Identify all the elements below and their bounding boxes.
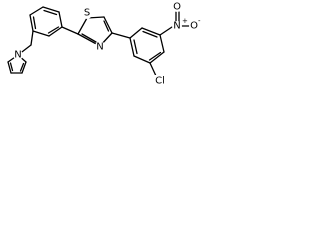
bond-double	[32, 16, 37, 30]
atom-label: N	[14, 50, 21, 61]
bond-double	[148, 51, 162, 61]
chloronitrophenyl-ring	[129, 27, 165, 64]
thiazole-ring	[77, 16, 113, 47]
bond	[77, 17, 88, 35]
atom-label: O	[173, 2, 181, 13]
bond-double	[47, 26, 60, 34]
bond	[129, 37, 135, 57]
bond	[29, 6, 44, 16]
bond	[30, 30, 34, 46]
atom-pyrrole-n: N	[13, 50, 23, 61]
bond-double	[19, 62, 25, 72]
bond-double	[133, 39, 138, 55]
atom-nitro-n: N +	[172, 17, 188, 32]
bond-double	[81, 33, 97, 43]
bond-double	[142, 30, 158, 38]
phenyl-ring	[29, 6, 63, 37]
bond	[149, 62, 157, 77]
bond	[133, 55, 151, 64]
atom-label: O	[190, 21, 198, 32]
bond	[42, 6, 60, 13]
atom-label: N	[173, 21, 180, 32]
bond	[141, 27, 161, 36]
chemical-structure-diagram: N S N N + O O - Cl	[7, 2, 201, 87]
bond	[58, 11, 63, 28]
bond	[48, 26, 63, 37]
bond-double	[103, 20, 110, 32]
atom-label: Cl	[155, 76, 165, 87]
atom-thiazole-s: S	[82, 8, 92, 19]
bond	[103, 16, 113, 34]
bond	[29, 14, 34, 32]
atom-nitro-o-right: O -	[189, 17, 201, 32]
atom-label: N	[96, 42, 103, 53]
bond	[32, 30, 50, 37]
bond	[111, 32, 131, 39]
bond	[159, 34, 165, 53]
atom-chlorine: Cl	[153, 75, 167, 87]
atom-nitro-o-top: O	[172, 2, 182, 13]
pyrrole-ring	[7, 54, 27, 74]
bond	[159, 26, 173, 36]
bond	[61, 26, 79, 35]
atom-label: S	[84, 8, 90, 19]
atom-charge: +	[182, 17, 188, 25]
bond-double	[9, 62, 14, 72]
atom-thiazole-n: N	[95, 41, 105, 53]
bond	[7, 61, 12, 74]
bond-double	[43, 9, 58, 16]
atom-charge: -	[198, 17, 201, 25]
bond	[21, 61, 27, 74]
bond	[129, 27, 143, 39]
bond	[149, 51, 165, 64]
